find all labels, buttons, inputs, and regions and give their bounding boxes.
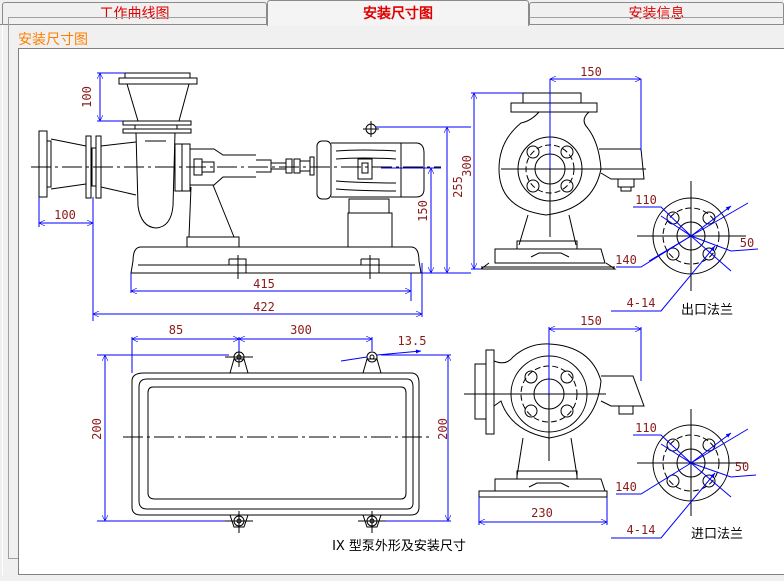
dim-base-length: 415 <box>253 277 275 291</box>
dim-inlet-bolts: 4-14 <box>627 523 656 537</box>
dim-shaft-height: 150 <box>416 200 430 222</box>
side-view <box>31 72 441 279</box>
dim-bottom-base-width: 230 <box>531 506 553 520</box>
dim-inlet-bolt-circle: 110 <box>635 421 657 435</box>
side-view-dimensions <box>39 73 471 321</box>
dim-plan-hole-dia: 13.5 <box>398 334 427 348</box>
dim-inlet-flange-outer: 140 <box>615 480 637 494</box>
dim-outlet-height: 100 <box>80 86 94 108</box>
dim-total-length: 422 <box>253 300 275 314</box>
inlet-flange <box>38 130 48 198</box>
tab-installation-info[interactable]: 安装信息 <box>529 2 784 24</box>
front-view-bottom <box>464 341 645 498</box>
bottom-strip <box>0 575 784 581</box>
outlet-flange <box>124 72 191 79</box>
dim-outlet-flange-outer: 140 <box>615 253 637 267</box>
dim-plan-offset: 85 <box>169 323 183 337</box>
dim-motor-height: 255 <box>451 176 465 198</box>
outlet-flange-label: 出口法兰 <box>681 303 733 318</box>
tab-installation-dimensions[interactable]: 安装尺寸图 <box>267 0 529 26</box>
dim-inlet-length: 100 <box>54 208 76 222</box>
dim-plan-width-left: 200 <box>90 418 104 440</box>
groupbox-title: 安装尺寸图 <box>16 32 90 48</box>
dim-outlet-bore: 50 <box>740 236 754 250</box>
dim-outlet-bolts: 4-14 <box>627 296 656 310</box>
plan-view <box>123 345 433 533</box>
dim-bottom-width: 150 <box>580 314 602 328</box>
drawing-canvas: 100 100 255 150 415 422 150 300 <box>18 48 784 575</box>
tab-performance-curve[interactable]: 工作曲线图 <box>2 2 267 24</box>
dim-outlet-bolt-circle: 110 <box>635 193 657 207</box>
drawing-caption: IX 型泵外形及安装尺寸 <box>332 539 466 554</box>
inlet-flange-label: 进口法兰 <box>691 527 743 542</box>
installation-drawing: 100 100 255 150 415 422 150 300 <box>31 65 759 554</box>
tab-bar: 工作曲线图 安装尺寸图 安装信息 <box>0 0 784 26</box>
dim-top-height: 300 <box>460 155 474 177</box>
dim-plan-hole-spacing: 300 <box>290 323 312 337</box>
front-view-top <box>479 92 646 270</box>
dim-inlet-bore: 50 <box>735 460 749 474</box>
dim-plan-width-right: 200 <box>436 418 450 440</box>
dim-top-width: 150 <box>580 65 602 79</box>
